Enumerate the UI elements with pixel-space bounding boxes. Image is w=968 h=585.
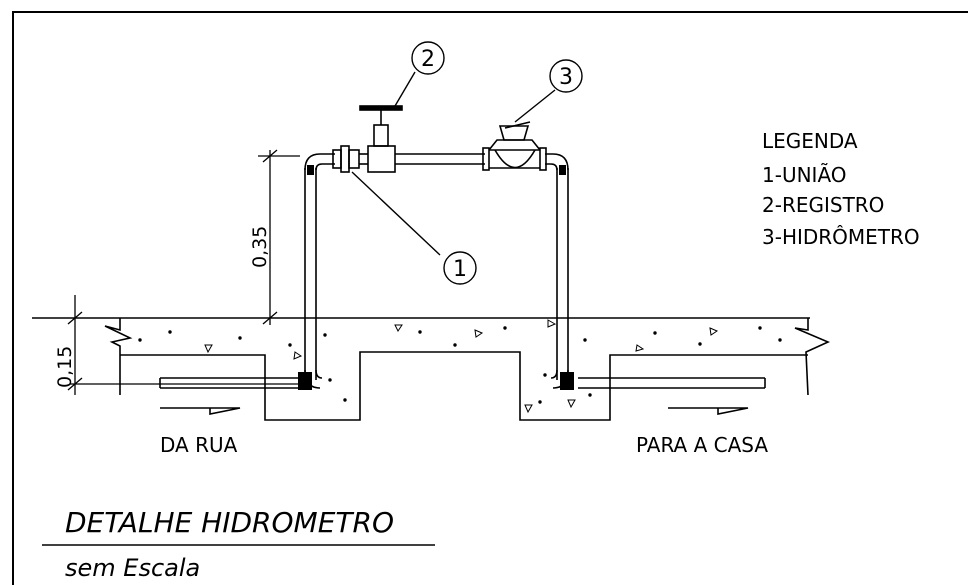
legend-title: LEGENDA — [762, 129, 858, 153]
union-fitting — [332, 145, 368, 173]
top-pipe-run — [304, 153, 569, 171]
legend-item-1: 1-UNIÃO — [762, 163, 847, 187]
callout-number-3: 3 — [559, 65, 573, 90]
dimension-lines — [67, 149, 300, 395]
dimension-text-pipe: 0,35 — [249, 226, 271, 268]
ground-section — [32, 317, 830, 421]
drawing-scale: sem Escala — [65, 554, 200, 582]
label-from-street: DA RUA — [160, 433, 238, 457]
label-to-house: PARA A CASA — [636, 433, 768, 457]
legend-item-3: 3-HIDRÔMETRO — [762, 225, 920, 249]
riser-pipes — [298, 165, 574, 390]
callout-circle-1 — [443, 251, 477, 285]
drawing-border — [12, 11, 968, 585]
underground-pipes — [159, 377, 766, 389]
callout-leaders — [351, 41, 583, 285]
flow-arrows — [160, 407, 749, 415]
callout-circle-2 — [411, 41, 445, 75]
callout-circle-3 — [549, 59, 583, 93]
legend-item-2: 2-REGISTRO — [762, 193, 884, 217]
callout-number-1: 1 — [453, 257, 467, 282]
water-meter — [482, 121, 547, 171]
drawing-title: DETALHE HIDROMETRO — [65, 506, 394, 539]
callout-number-2: 2 — [421, 47, 435, 72]
gate-valve — [359, 105, 403, 173]
dimension-text-ground: 0,15 — [54, 346, 76, 388]
concrete-hatch — [138, 319, 782, 414]
